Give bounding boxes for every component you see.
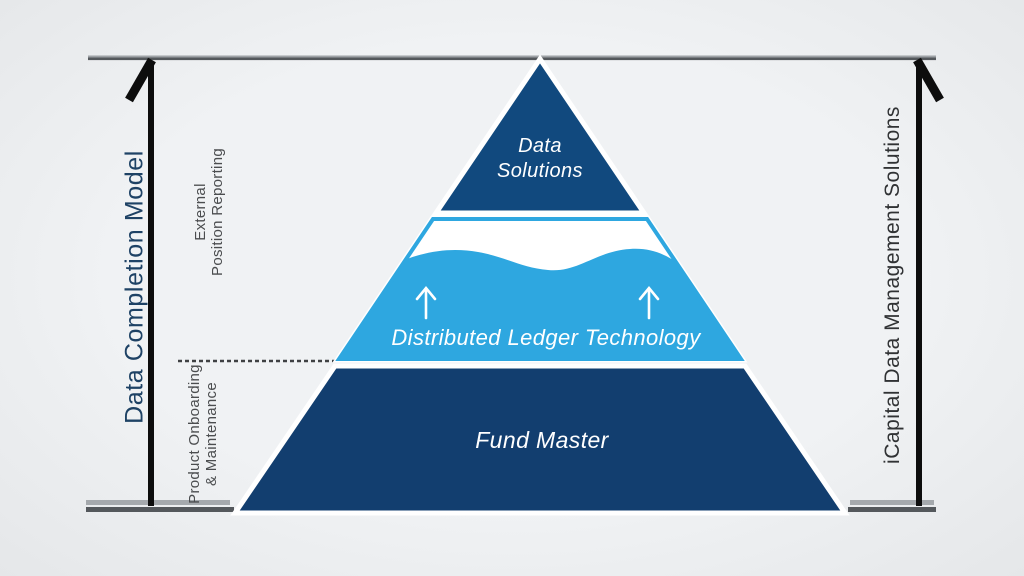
product-onboarding-label: Product Onboarding & Maintenance [186,364,221,504]
up-arrow-icon [415,285,437,320]
tier-top-label-line2: Solutions [497,160,583,182]
product-line2: & Maintenance [203,382,220,486]
left-axis-arrow [125,57,156,506]
tier-dlt-shape [332,215,748,363]
tier-top-label-line1: Data [518,135,562,157]
right-axis-label: iCapital Data Management Solutions [880,106,904,464]
right-axis-arrow [913,57,944,506]
tier-middle-label: Distributed Ledger Technology [391,325,701,350]
bottom-rule-left [86,500,234,512]
tier-bottom-label: Fund Master [475,427,609,453]
left-axis-label: Data Completion Model [120,150,149,424]
wave-shape [339,248,741,359]
external-line1: External [191,183,209,241]
bottom-rule-right [848,500,936,512]
product-line1: Product Onboarding [185,364,203,504]
tier-data-solutions-shape [431,54,649,216]
tier-top-label: Data Solutions [440,134,640,184]
external-line2: Position Reporting [209,148,226,276]
tier-fund-master-shape [230,363,850,516]
top-rule [88,55,936,61]
external-position-reporting-label: External Position Reporting [192,148,227,276]
up-arrow-icon [638,285,660,320]
